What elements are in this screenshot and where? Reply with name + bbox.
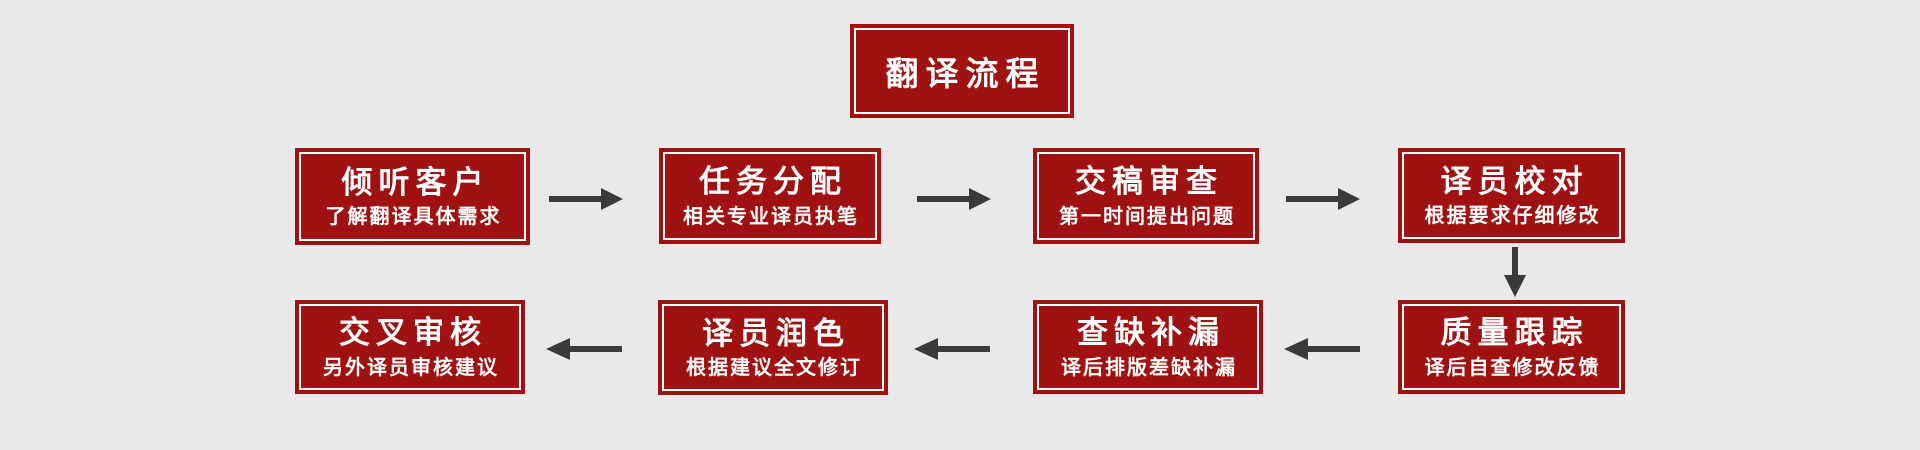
arrow-right-icon	[549, 188, 623, 210]
step-title: 倾听客户	[341, 164, 490, 200]
step-box-4: 译员校对 根据要求仔细修改	[1398, 148, 1625, 243]
step-title: 任务分配	[699, 164, 847, 200]
step-box-3: 交稿审查 第一时间提出问题	[1033, 148, 1259, 244]
arrow-right-icon	[917, 188, 991, 210]
step-box-6: 查缺补漏 译后排版差缺补漏	[1033, 300, 1263, 394]
step-subtitle: 相关专业译员执笔	[683, 205, 859, 228]
step-title: 交稿审查	[1075, 164, 1223, 200]
arrow-left-icon	[914, 338, 990, 360]
step-subtitle: 另外译员审核建议	[323, 356, 499, 379]
step-subtitle: 了解翻译具体需求	[325, 206, 502, 229]
step-box-1: 倾听客户 了解翻译具体需求	[295, 148, 530, 245]
arrow-down-icon	[1504, 247, 1526, 297]
step-subtitle: 译后自查修改反馈	[1424, 356, 1601, 379]
step-title: 交叉审核	[339, 315, 487, 351]
step-title: 查缺补漏	[1077, 315, 1225, 351]
step-box-7: 译员润色 根据建议全文修订	[658, 300, 888, 395]
step-subtitle: 根据建议全文修订	[686, 357, 862, 380]
arrow-left-icon	[546, 338, 622, 360]
step-box-2: 任务分配 相关专业译员执笔	[659, 148, 881, 244]
step-title: 质量跟踪	[1440, 315, 1589, 351]
arrow-right-icon	[1286, 188, 1360, 210]
flow-title: 翻译流程	[885, 55, 1046, 92]
flow-title-box: 翻译流程	[850, 24, 1074, 118]
step-title: 译员校对	[1440, 163, 1589, 199]
step-title: 译员润色	[702, 315, 850, 351]
step-box-5: 质量跟踪 译后自查修改反馈	[1398, 300, 1625, 394]
step-subtitle: 译后排版差缺补漏	[1061, 356, 1237, 379]
arrow-left-icon	[1284, 338, 1360, 360]
step-subtitle: 第一时间提出问题	[1059, 205, 1235, 228]
step-subtitle: 根据要求仔细修改	[1424, 205, 1601, 228]
step-box-8: 交叉审核 另外译员审核建议	[295, 300, 525, 394]
